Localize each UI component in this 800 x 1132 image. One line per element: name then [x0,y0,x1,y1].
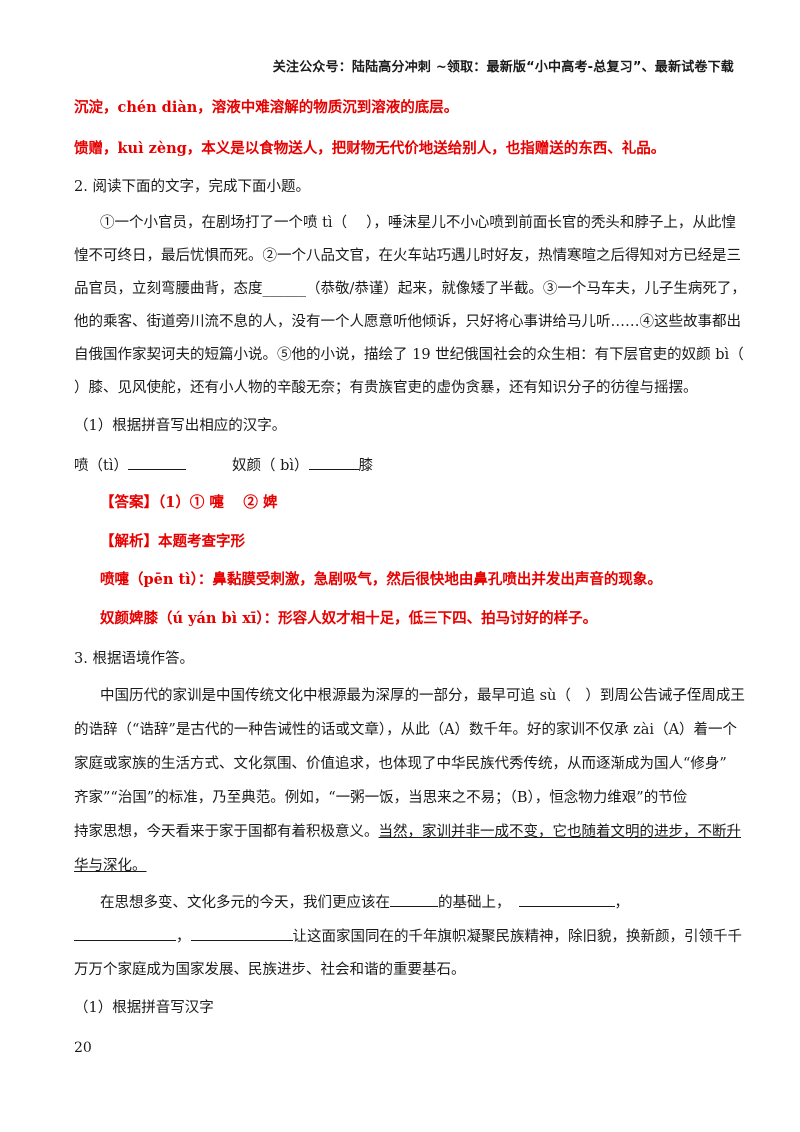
explanation-nuyanbixi: 奴颜婢膝（ú yán bì xī）：形容人奴才相十足，低三下四、拍马讨好的样子。 [100,610,598,627]
fill-paragraph-line1: 在思想多变、文化多元的今天，我们更应该在 的基础上， ， [100,892,629,913]
page-header: 关注公众号：陆陆高分冲刺 ~领取：最新版“小中高考-总复习”、最新试卷下载 [272,60,734,75]
passage-line: 他的乘客、街道旁川流不息的人，没有一个人愿意听他倾诉，只好将心事讲给马儿听……④… [74,314,741,330]
answer-blank[interactable] [190,926,293,941]
passage-line: 持家思想，今天看来于家于国都有着积极意义。当然，家训并非一成不变，它也随着文明的… [74,822,741,842]
fill-paragraph-line3: 万万个家庭成为国家发展、民族进步、社会和谐的重要基石。 [74,962,466,978]
fill-paragraph-line2: ， 让这面家国同在的千年旗帜凝聚民族精神，除旧貌，换新颜，引领千千 [74,926,742,947]
explanation-penti: 喷嚏（pēn tì）：鼻黏膜受刺激，急剧吸气，然后很快地由鼻孔喷出并发出声音的现… [100,571,662,588]
analysis-line: 【解析】本题考查字形 [100,533,245,550]
fill-in-row: 喷（tì） 奴颜（ bì） 膝 [74,455,373,476]
paragraph-text: ， [614,895,630,911]
question-2-title: 2. 阅读下面的文字，完成下面小题。 [74,179,310,195]
answer-blank[interactable] [390,892,438,907]
passage-line: 中国历代的家训是中国传统文化中根源最为深厚的一部分，最早可追 sù（ ）到周公告… [100,688,745,704]
answer-line: 【答案】（1）① 嚏 ② 婢 [100,494,278,511]
answer-blank[interactable] [74,926,176,941]
underlined-sentence: 当然，家训并非一成不变，它也随着文明的进步，不断升 [378,824,742,840]
page-number: 20 [74,1040,92,1056]
definition-chendian: 沉淀，chén diàn，溶液中难溶解的物质沉到溶液的底层。 [74,99,459,116]
passage-text: 持家思想，今天看来于家于国都有着积极意义。 [74,824,379,840]
answer-blank[interactable] [518,892,615,907]
paragraph-text: ， [176,929,191,945]
paragraph-text: 在思想多变、文化多元的今天，我们更应该在 [100,895,390,911]
passage-line: 齐家”“治国”的标准，乃至典范。例如，“一粥一饭，当思来之不易；（B），恒念物力… [74,790,688,806]
passage-line: 惶不可终日，最后忧惧而死。②一个八品文官，在火车站巧遇儿时好友，热情寒暄之后得知… [74,248,741,264]
passage-line: ）膝、见风使舵，还有小人物的辛酸无奈；有贵族官吏的虚伪贪暴，还有知识分子的彷徨与… [74,380,698,396]
fill-tail-xi: 膝 [358,458,374,474]
passage-line: ①一个小官员，在剧场打了一个喷 tì（ ），唾沫星儿不小心喷到前面长官的秃头和脖… [100,215,736,231]
definition-kuizeng: 馈赠，kuì zèng，本义是以食物送人，把财物无代价地送给别人，也指赠送的东西… [74,140,666,157]
fill-label-ti: 喷（tì） [74,458,128,474]
answer-blank-bi[interactable] [308,455,359,470]
fill-label-bi: 奴颜（ bì） [231,458,309,474]
passage-line: 自俄国作家契诃夫的短篇小说。⑤他的小说，描绘了 19 世纪俄国社会的众生相：有下… [74,347,744,363]
paragraph-text: 让这面家国同在的千年旗帜凝聚民族精神，除旧貌，换新颜，引领千千 [292,929,743,945]
subquestion-1: （1）根据拼音写出相应的汉字。 [74,418,287,434]
question-3-title: 3. 根据语境作答。 [74,651,194,667]
answer-blank-ti[interactable] [127,455,186,470]
subquestion-1: （1）根据拼音写汉字 [74,1000,214,1016]
passage-line: 家庭或家族的生活方式、文化氛围、价值追求，也体现了中华民族代秀传统，从而逐渐成为… [74,756,727,772]
paragraph-text: 的基础上， [438,895,511,911]
passage-line: 的诰辞（“诰辞”是古代的一种告诫性的话或文章），从此（A）数千年。好的家训不仅承… [74,722,738,738]
underlined-sentence-end: 华与深化。 [74,858,147,874]
passage-line: 品官员，立刻弯腰曲背，态度______（恭敬/恭谨）起来，就像矮了半截。③一个马… [74,281,746,297]
